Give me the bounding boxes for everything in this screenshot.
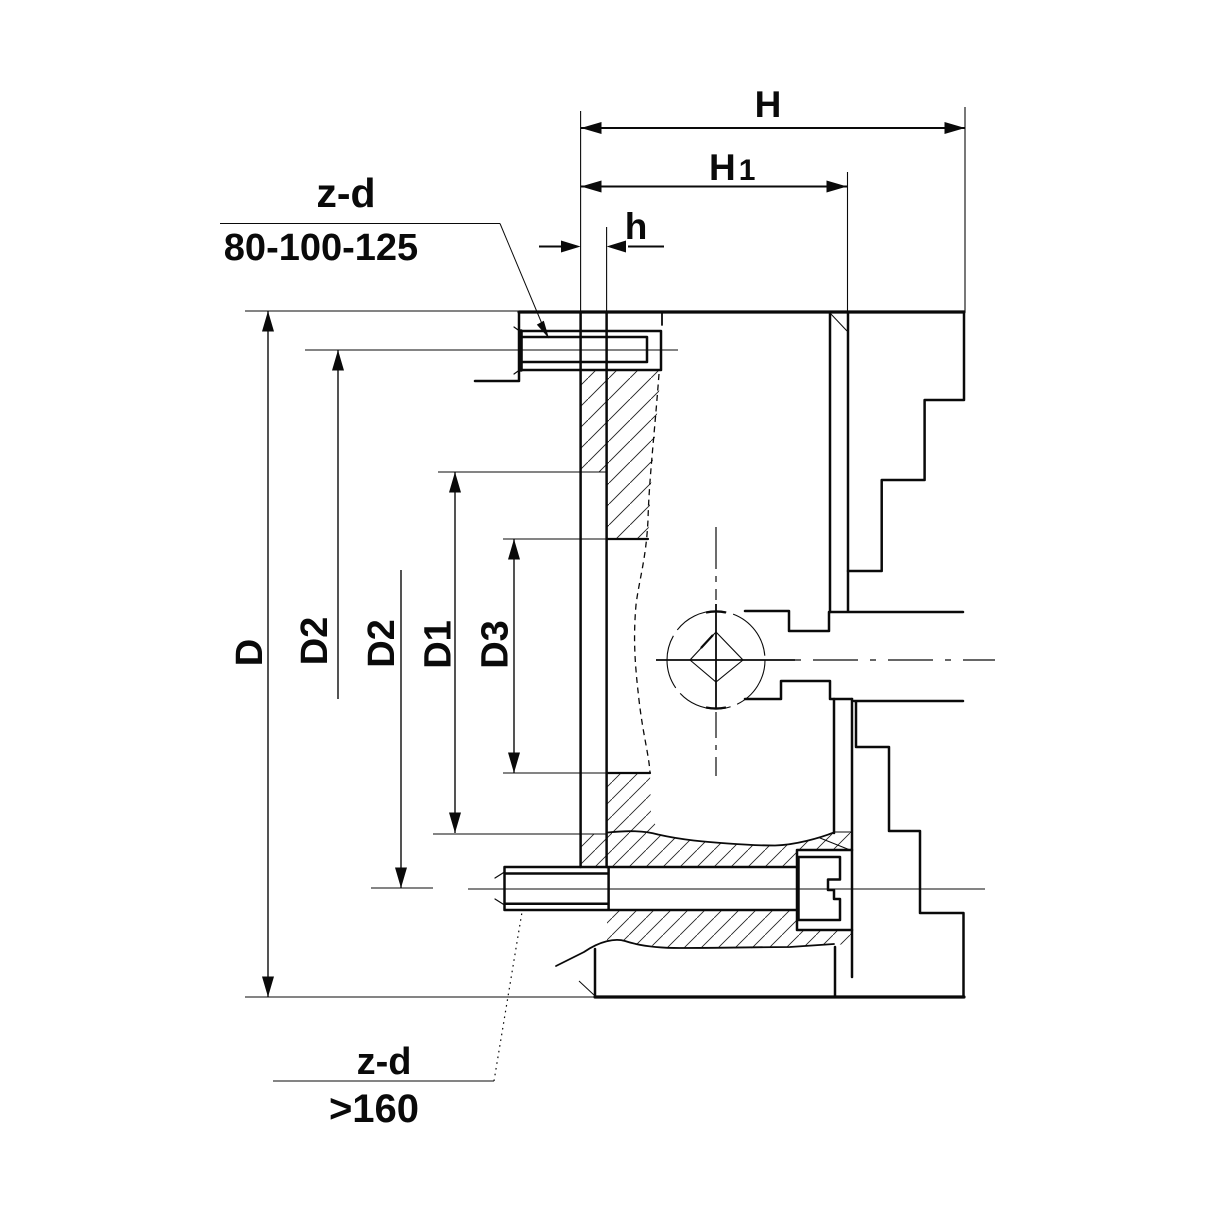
svg-text:h: h [625,206,648,247]
svg-text:z-d: z-d [316,170,375,216]
svg-text:H: H [755,84,782,125]
svg-text:z-d: z-d [357,1041,412,1083]
svg-text:H1: H1 [709,147,755,188]
svg-text:80-100-125: 80-100-125 [224,227,418,269]
svg-text:D1: D1 [418,620,460,669]
svg-text:>160: >160 [329,1087,419,1131]
svg-text:D2: D2 [294,617,336,666]
svg-text:D2: D2 [361,619,403,668]
svg-text:D: D [229,639,271,666]
svg-text:D3: D3 [475,620,517,669]
